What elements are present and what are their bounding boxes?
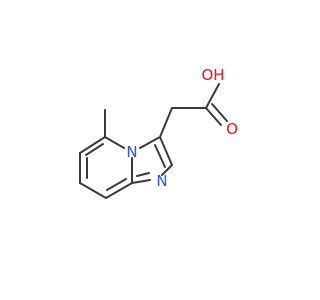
bond-c3-c2 [159,136,173,166]
bond-c7-c8 [79,182,107,199]
bond-n1-c8a [131,179,151,184]
bond-c2-n1 [161,164,173,176]
bond-c8-c8a [105,182,133,199]
bond-c8-c8a-inner [106,178,127,191]
carbonyl-oxygen-label: O [226,120,238,138]
bond-cooh-oh [205,83,220,109]
bridgehead-nitrogen-label: N [126,143,137,161]
imidazole-nitrogen-label: N [156,172,167,190]
bond-c-o-double [205,107,222,126]
bond-c5-c5inner [85,143,104,156]
bond-c3-ch2 [159,107,173,138]
bond-c3-c2-inner [154,144,166,168]
bond-n1-c8a-inner [136,172,150,177]
bond-n4-c5 [104,136,125,149]
bond-n4-c3 [139,136,161,149]
molecule-diagram: OH O N N [79,66,238,199]
bond-c5-c6 [79,136,106,154]
hydroxyl-label: OH [201,66,224,84]
bond-c-o-double-inner [211,103,228,122]
